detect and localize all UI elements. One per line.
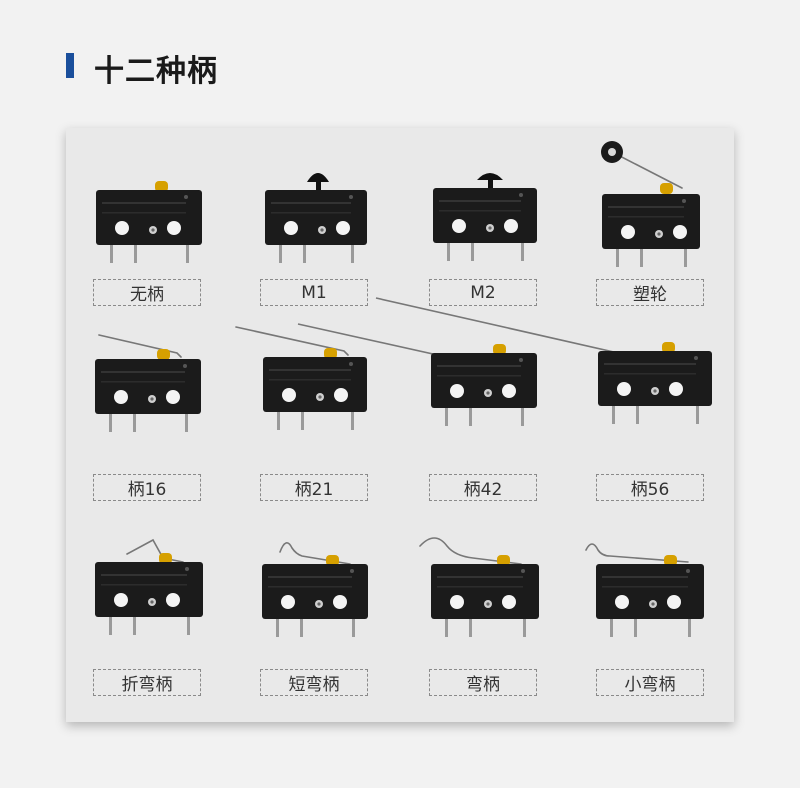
micro-switch-bent-lever-icon bbox=[419, 537, 539, 637]
micro-switch-folded-bent-lever-icon bbox=[95, 538, 203, 635]
product-card-fold-bent: 折弯柄 bbox=[93, 538, 203, 738]
product-label: 柄16 bbox=[93, 474, 201, 501]
product-label: 柄21 bbox=[260, 474, 368, 501]
product-card-lever21: 柄21 bbox=[235, 326, 370, 543]
product-card-m2: M2 bbox=[429, 168, 539, 348]
product-label: 折弯柄 bbox=[93, 669, 201, 696]
product-card-small-bent: 小弯柄 bbox=[585, 543, 706, 738]
product-card-lever42: 柄42 bbox=[429, 344, 539, 543]
product-card-none: 无柄 bbox=[93, 168, 203, 348]
micro-switch-lever-42-icon bbox=[431, 344, 537, 426]
product-card-lever56: 柄56 bbox=[596, 342, 712, 543]
product-label: M1 bbox=[260, 279, 368, 306]
micro-switch-short-bent-lever-icon bbox=[262, 542, 368, 637]
product-label: 无柄 bbox=[93, 279, 201, 306]
product-label: 短弯柄 bbox=[260, 669, 368, 696]
product-card-short-bent: 短弯柄 bbox=[260, 542, 370, 738]
product-card-m1: M1 bbox=[260, 168, 370, 348]
micro-switch-lever-16-icon bbox=[95, 334, 201, 432]
micro-switch-lever-21-icon bbox=[235, 326, 367, 430]
title-accent-bar bbox=[66, 53, 74, 78]
product-label: 柄56 bbox=[596, 474, 704, 501]
micro-switch-m2-button-icon bbox=[433, 173, 537, 261]
product-label: 弯柄 bbox=[429, 669, 537, 696]
product-grid-panel: 无柄 M1 M2 塑轮柄16 柄21 柄42 柄56 折弯柄 短弯柄 弯柄 小弯柄 bbox=[66, 128, 734, 722]
product-card-bent: 弯柄 bbox=[419, 537, 539, 738]
product-card-roller: 塑轮 bbox=[596, 141, 706, 348]
product-label: 小弯柄 bbox=[596, 669, 704, 696]
product-card-lever16: 柄16 bbox=[93, 334, 203, 543]
micro-switch-m1-button-icon bbox=[265, 173, 367, 263]
product-label: M2 bbox=[429, 279, 537, 306]
micro-switch-no-lever-icon bbox=[96, 181, 202, 263]
product-label: 柄42 bbox=[429, 474, 537, 501]
page-title: 十二种柄 bbox=[94, 54, 218, 89]
micro-switch-roller-lever-icon bbox=[601, 141, 700, 267]
product-label: 塑轮 bbox=[596, 279, 704, 306]
micro-switch-small-bent-lever-icon bbox=[585, 543, 704, 637]
micro-switch-lever-56-icon bbox=[598, 342, 712, 424]
